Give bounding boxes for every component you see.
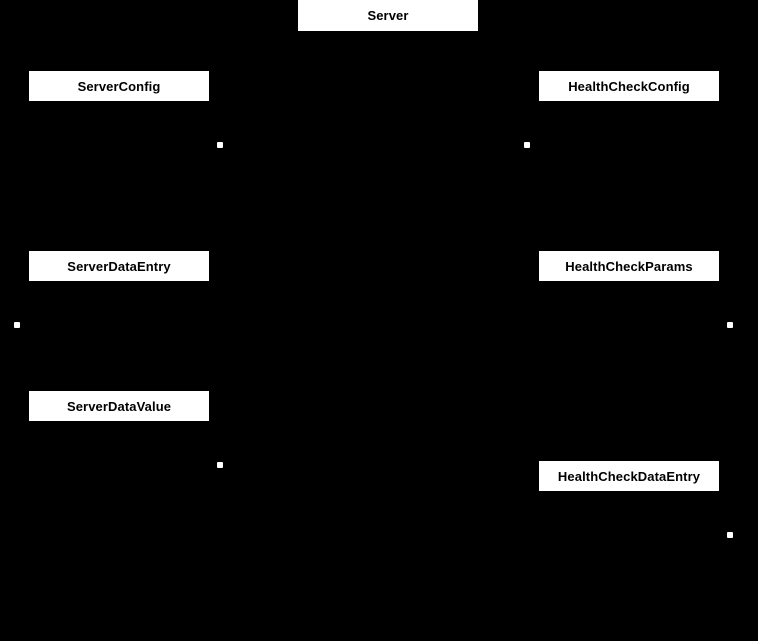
- class-node-server-data-entry[interactable]: ServerDataEntry: [29, 251, 209, 281]
- class-node-server-config[interactable]: ServerConfig: [29, 71, 209, 101]
- connector-endpoint-marker-marker-4: [727, 322, 733, 328]
- class-node-health-check-config[interactable]: HealthCheckConfig: [539, 71, 719, 101]
- class-node-label: ServerDataValue: [66, 398, 172, 414]
- class-node-health-check-params[interactable]: HealthCheckParams: [539, 251, 719, 281]
- class-node-label: ServerDataEntry: [67, 258, 171, 274]
- connector-endpoint-marker-marker-3: [14, 322, 20, 328]
- class-node-label: Server: [367, 8, 409, 23]
- class-node-server[interactable]: Server: [298, 0, 478, 31]
- connector-endpoint-marker-marker-2: [524, 142, 530, 148]
- connector-endpoint-marker-marker-5: [217, 462, 223, 468]
- class-node-label: ServerConfig: [77, 78, 161, 94]
- class-node-health-check-data-entry[interactable]: HealthCheckDataEntry: [539, 461, 719, 491]
- connector-endpoint-marker-marker-1: [217, 142, 223, 148]
- connector-endpoint-marker-marker-6: [727, 532, 733, 538]
- class-node-label: HealthCheckParams: [565, 258, 693, 274]
- class-node-label: HealthCheckConfig: [568, 78, 690, 94]
- class-node-server-data-value[interactable]: ServerDataValue: [29, 391, 209, 421]
- class-node-label: HealthCheckDataEntry: [557, 468, 701, 484]
